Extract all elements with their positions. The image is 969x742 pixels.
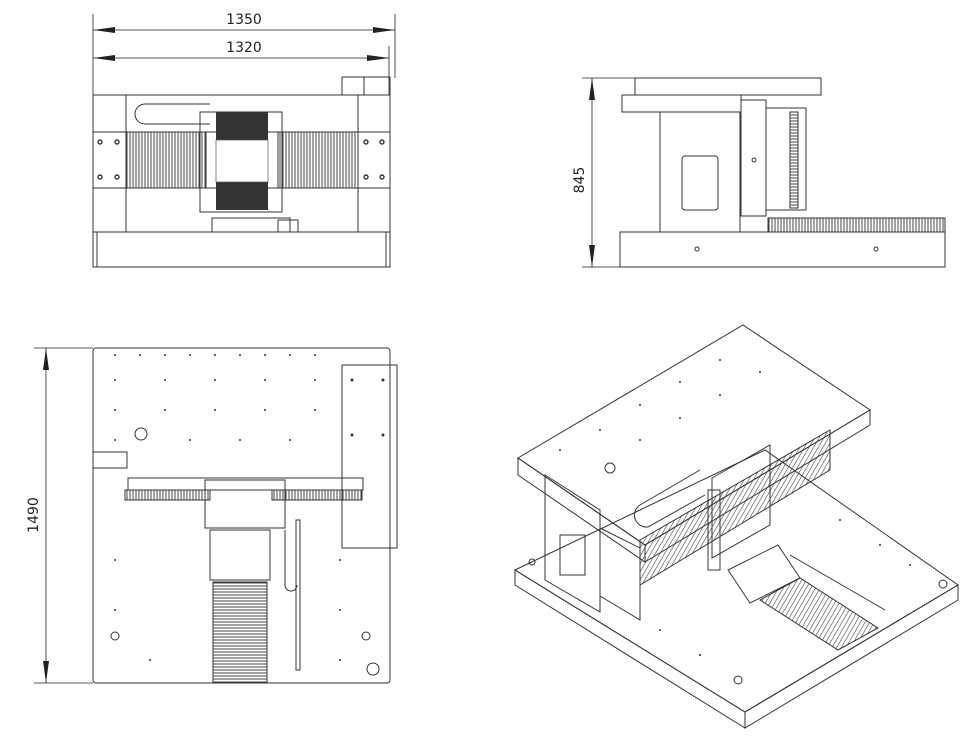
bellows-right — [277, 131, 359, 189]
bellows-y — [212, 581, 268, 684]
dimension-label-1320: 1320 — [226, 40, 262, 56]
iso-bellows-x — [639, 429, 831, 586]
dimension-1350: 1350 — [92, 12, 396, 95]
dimension-label-1350: 1350 — [226, 12, 262, 28]
dimension-label-1490: 1490 — [26, 497, 42, 533]
front-view: 1350 1320 — [92, 12, 396, 268]
side-view: 845 — [572, 77, 946, 268]
isometric-view — [513, 324, 959, 729]
bellows-left — [125, 131, 207, 189]
bellows-x-right — [271, 489, 363, 501]
dimension-label-845: 845 — [572, 167, 588, 194]
top-view: 1490 — [26, 347, 398, 684]
iso-bellows-y — [759, 577, 879, 651]
dimension-1320: 1320 — [93, 40, 390, 95]
bellows-horizontal — [767, 217, 946, 233]
bellows-x-left — [124, 489, 211, 501]
dimension-1490: 1490 — [26, 347, 93, 684]
dimension-845: 845 — [572, 77, 635, 268]
bellows-vertical — [789, 111, 799, 209]
